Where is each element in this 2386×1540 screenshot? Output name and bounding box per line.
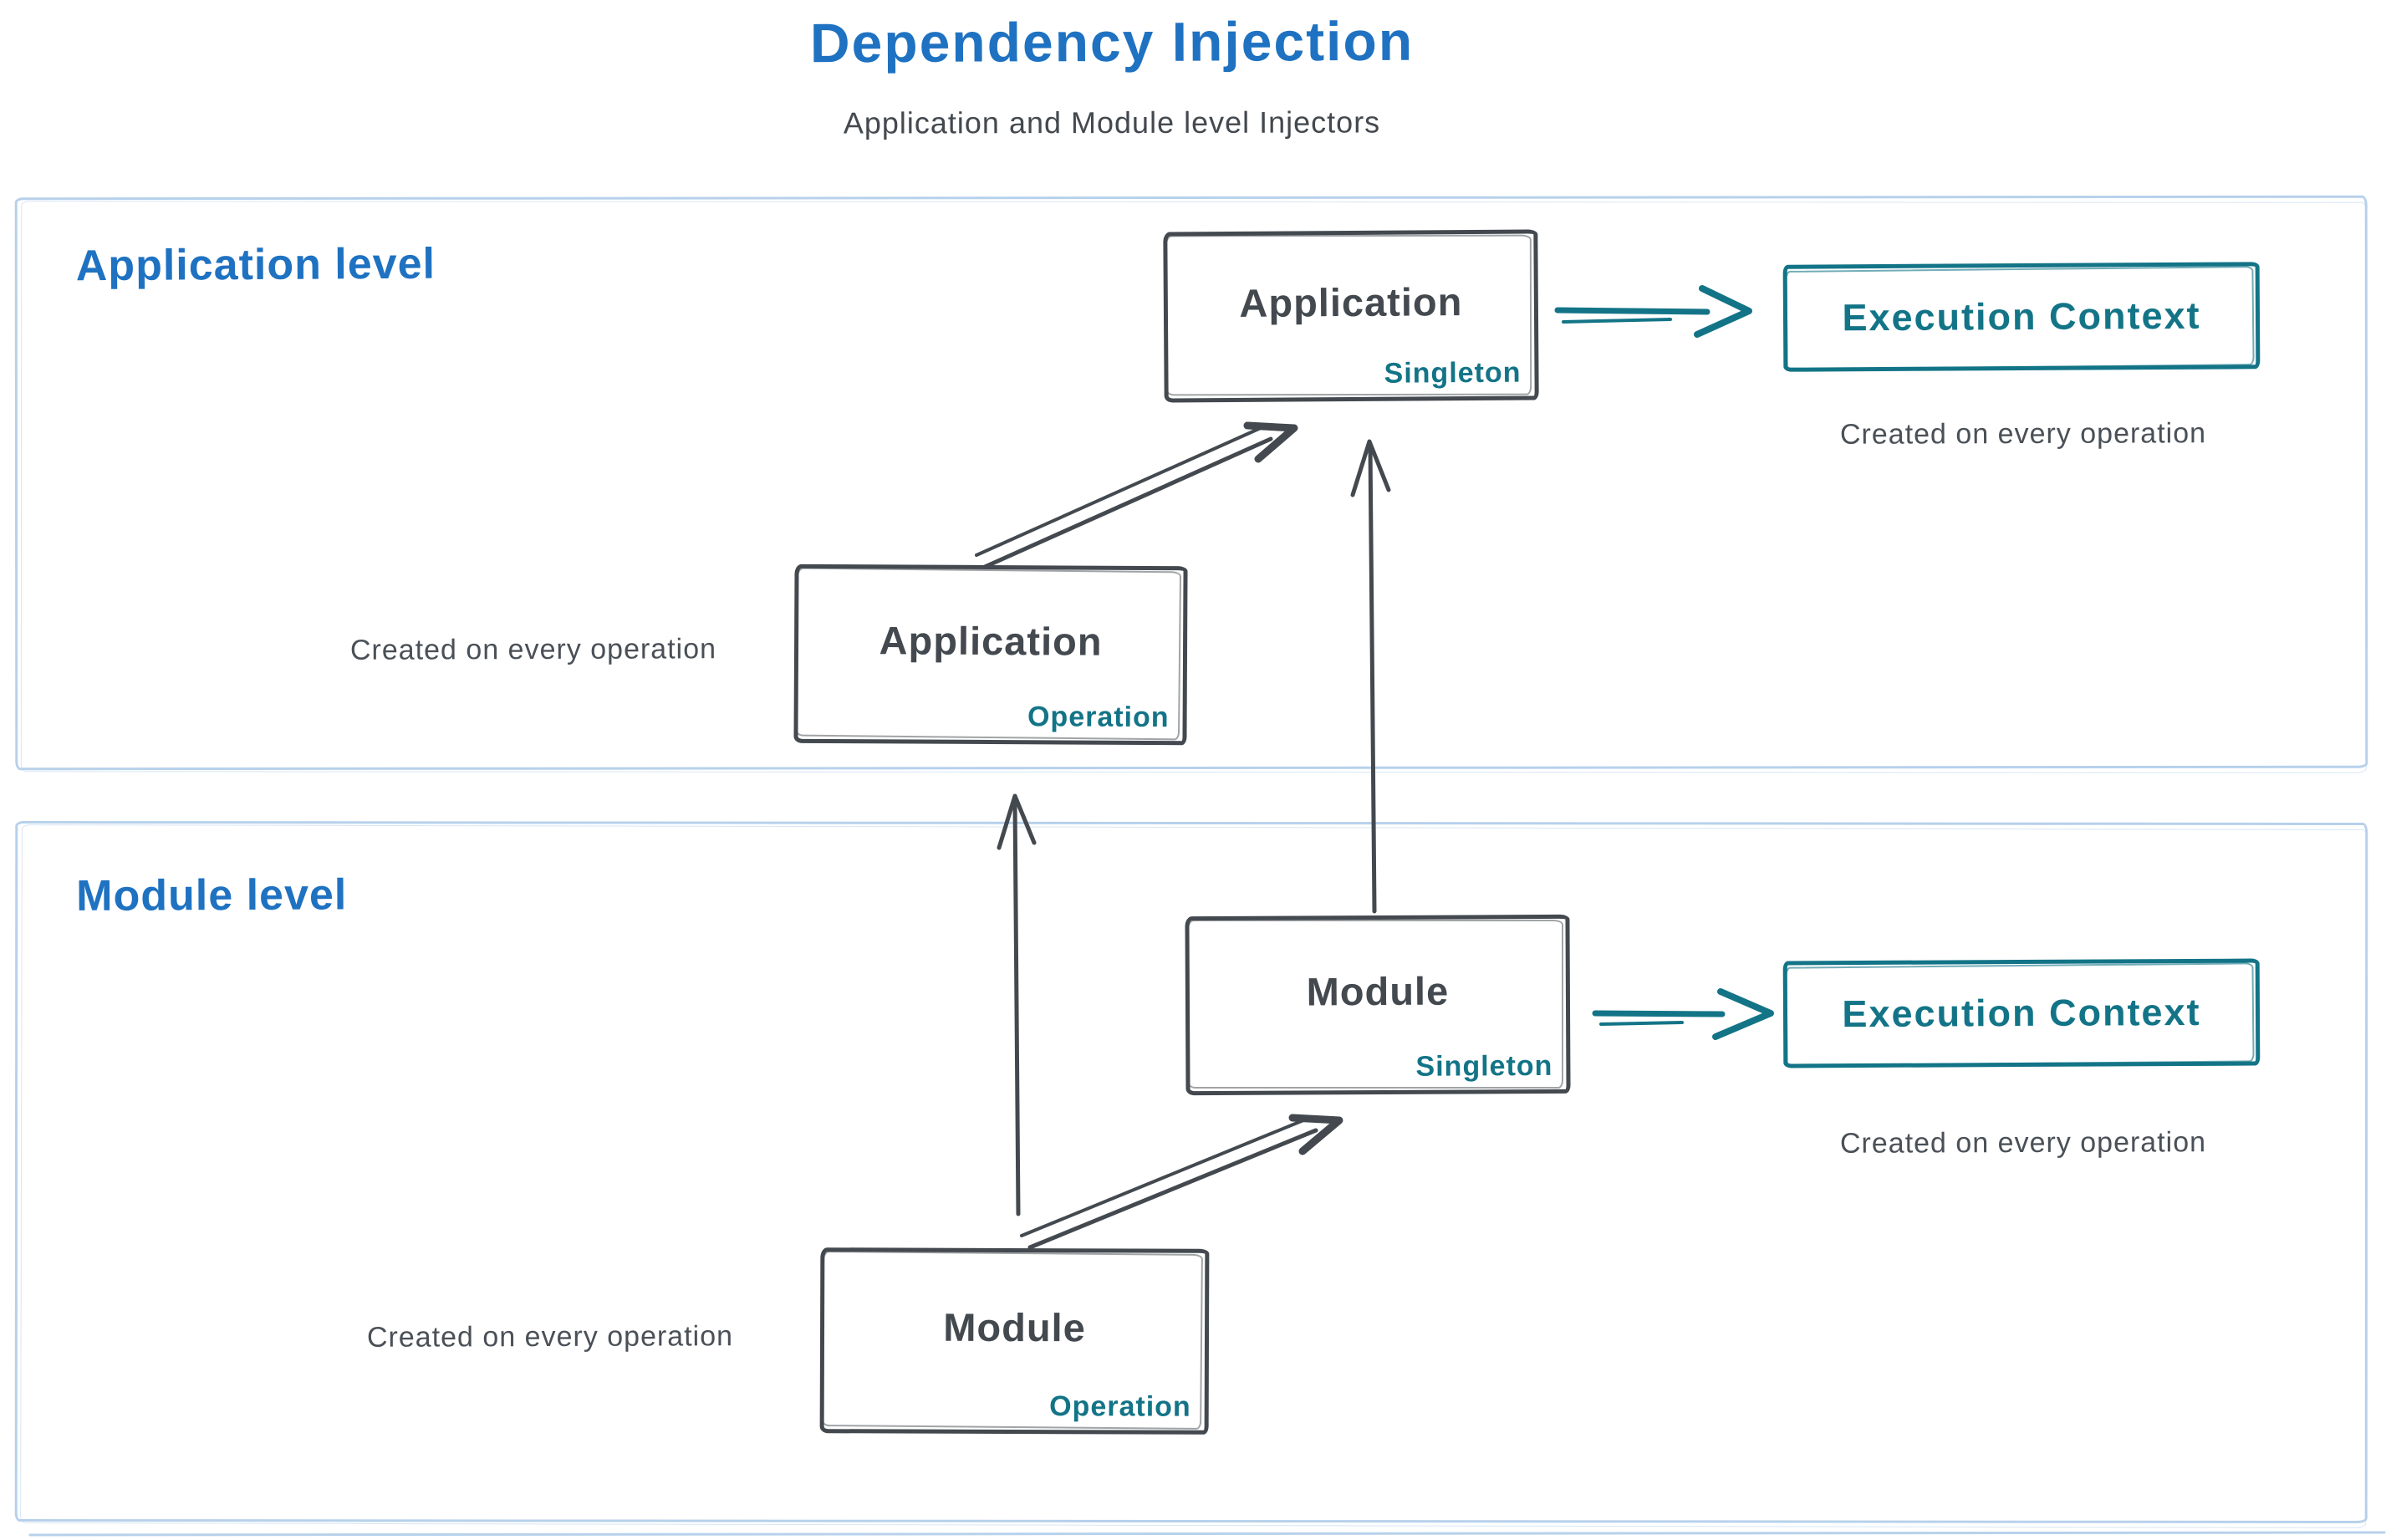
module-operation-title: Module (943, 1304, 1086, 1349)
module-operation-caption: Created on every operation (366, 1320, 734, 1354)
application-singleton-title: Application (1239, 278, 1463, 325)
module-execution-context-node: Execution Context (1782, 958, 2261, 1068)
application-operation-node: Application Operation (793, 563, 1188, 746)
module-operation-badge: Operation (1049, 1390, 1191, 1423)
module-singleton-node: Module Singleton (1185, 914, 1571, 1096)
application-operation-title: Application (879, 617, 1103, 664)
module-singleton-title: Module (1306, 968, 1450, 1013)
application-execution-context-caption: Created on every operation (1839, 417, 2207, 451)
application-execution-context-label: Execution Context (1842, 293, 2201, 339)
application-operation-caption: Created on every operation (349, 633, 717, 666)
module-section-sketch-line (28, 1531, 2386, 1537)
application-operation-badge: Operation (1027, 701, 1170, 734)
module-execution-context-caption: Created on every operation (1839, 1126, 2207, 1160)
module-level-label: Module level (76, 870, 348, 920)
module-execution-context-label: Execution Context (1842, 990, 2201, 1036)
diagram-title: Dependency Injection (809, 9, 1415, 74)
module-operation-node: Module Operation (819, 1247, 1210, 1435)
application-execution-context-node: Execution Context (1782, 262, 2261, 372)
application-singleton-node: Application Singleton (1163, 229, 1539, 403)
diagram-subtitle: Application and Module level Injectors (843, 105, 1381, 140)
application-level-label: Application level (75, 239, 436, 291)
application-singleton-badge: Singleton (1384, 356, 1522, 390)
module-singleton-badge: Singleton (1415, 1049, 1553, 1083)
